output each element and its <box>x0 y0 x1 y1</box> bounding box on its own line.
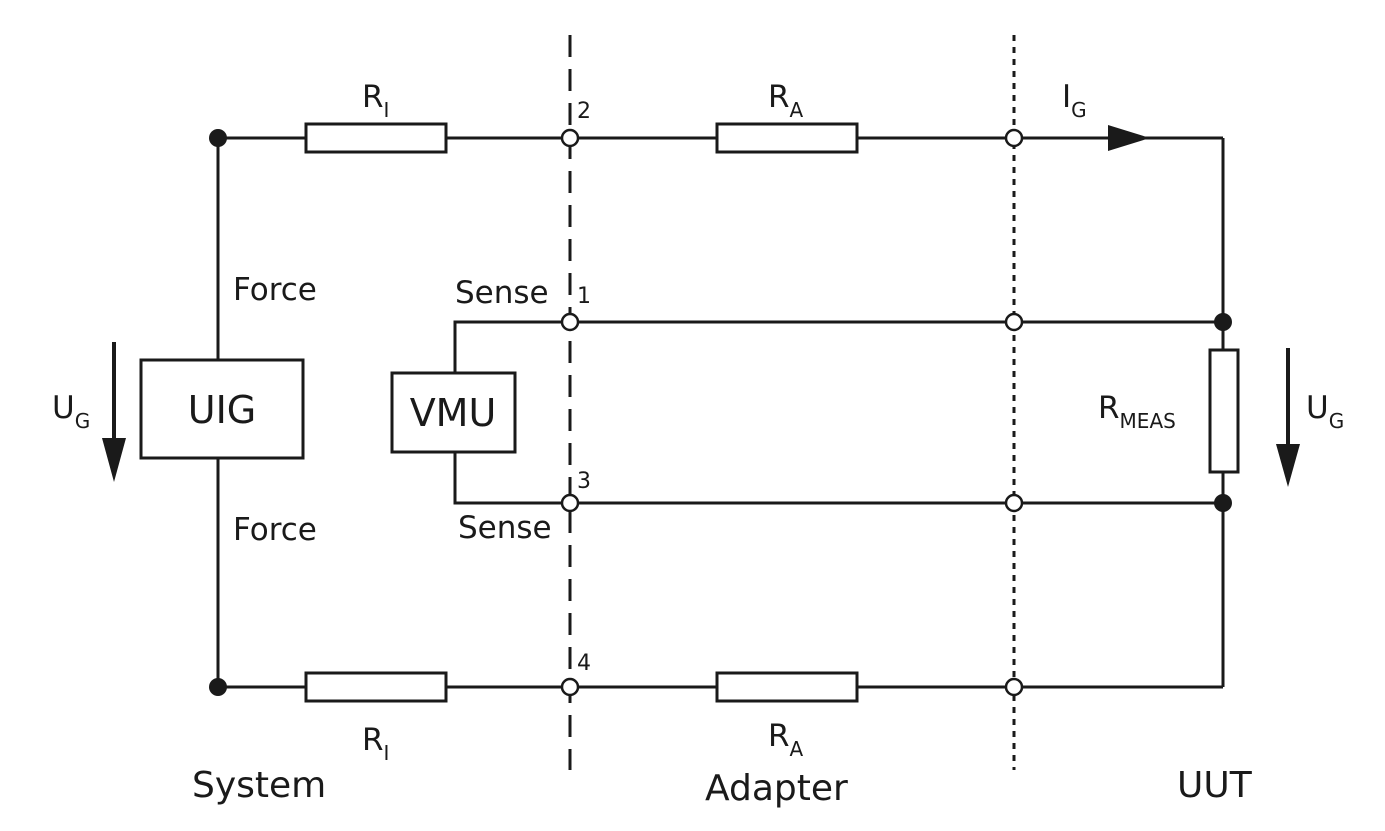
terminal-node <box>560 677 580 697</box>
sense-wire-top <box>453 320 1223 388</box>
current-arrow <box>1108 125 1150 151</box>
section-uut: UUT <box>1177 765 1253 806</box>
terminal-node <box>560 312 580 332</box>
junction-dot <box>209 678 227 696</box>
terminal-node <box>560 493 580 513</box>
pin-number-3: 3 <box>577 469 591 494</box>
sense-label-top: Sense <box>455 275 549 311</box>
label-rmeas: RMEAS <box>1098 390 1176 433</box>
label-ri-bottom: RI <box>362 722 389 765</box>
junction-dot <box>1214 494 1232 512</box>
sense-wire-bottom <box>453 445 1223 505</box>
resistor-ra-top <box>715 122 859 154</box>
uig-box <box>139 358 305 460</box>
junction-dot <box>1214 313 1232 331</box>
section-system: System <box>192 765 326 806</box>
label-ra-top: RA <box>768 79 804 122</box>
terminal-node <box>1004 677 1024 697</box>
pin-number-2: 2 <box>577 99 591 124</box>
pin-number-4: 4 <box>577 651 591 676</box>
resistor-ri-top <box>304 122 448 154</box>
label-ri-top: RI <box>362 79 389 122</box>
force-label-top: Force <box>233 272 317 308</box>
terminal-node <box>1004 312 1024 332</box>
pin-number-1: 1 <box>577 284 591 309</box>
terminal-node <box>1004 493 1024 513</box>
sense-label-bottom: Sense <box>458 510 552 546</box>
terminal-node <box>560 128 580 148</box>
section-adapter: Adapter <box>705 768 848 809</box>
uig-label: UIG <box>188 388 256 432</box>
resistor-ra-bottom <box>715 671 859 703</box>
label-ug-right: UG <box>1306 390 1344 433</box>
label-ig: IG <box>1062 79 1087 122</box>
label-ra-bottom: RA <box>768 718 804 761</box>
terminal-node <box>1004 128 1024 148</box>
voltage-arrow-right-head <box>1276 444 1300 487</box>
voltage-arrow-left-head <box>102 438 126 482</box>
label-ug-left: UG <box>52 390 90 433</box>
vmu-box <box>390 371 517 454</box>
vmu-label: VMU <box>410 391 497 435</box>
force-label-bottom: Force <box>233 512 317 548</box>
resistor-rmeas <box>1208 348 1240 474</box>
junction-dot <box>209 129 227 147</box>
resistor-ri-bottom <box>304 671 448 703</box>
